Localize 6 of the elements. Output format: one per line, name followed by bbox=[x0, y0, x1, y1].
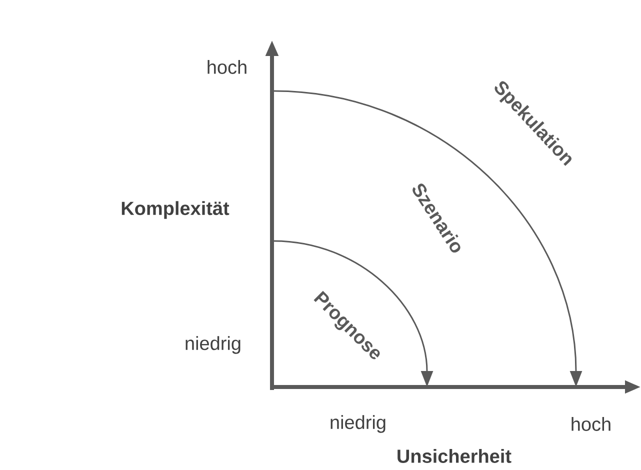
axis-tick-label: hoch bbox=[572, 417, 610, 431]
axis-tick-label: hoch bbox=[208, 60, 246, 74]
axis-title: Unsicherheit bbox=[398, 449, 512, 463]
axis-tick-label: niedrig bbox=[330, 415, 386, 433]
axis-title: Komplexität bbox=[122, 201, 230, 219]
axis-tick-label: niedrig bbox=[186, 336, 240, 354]
